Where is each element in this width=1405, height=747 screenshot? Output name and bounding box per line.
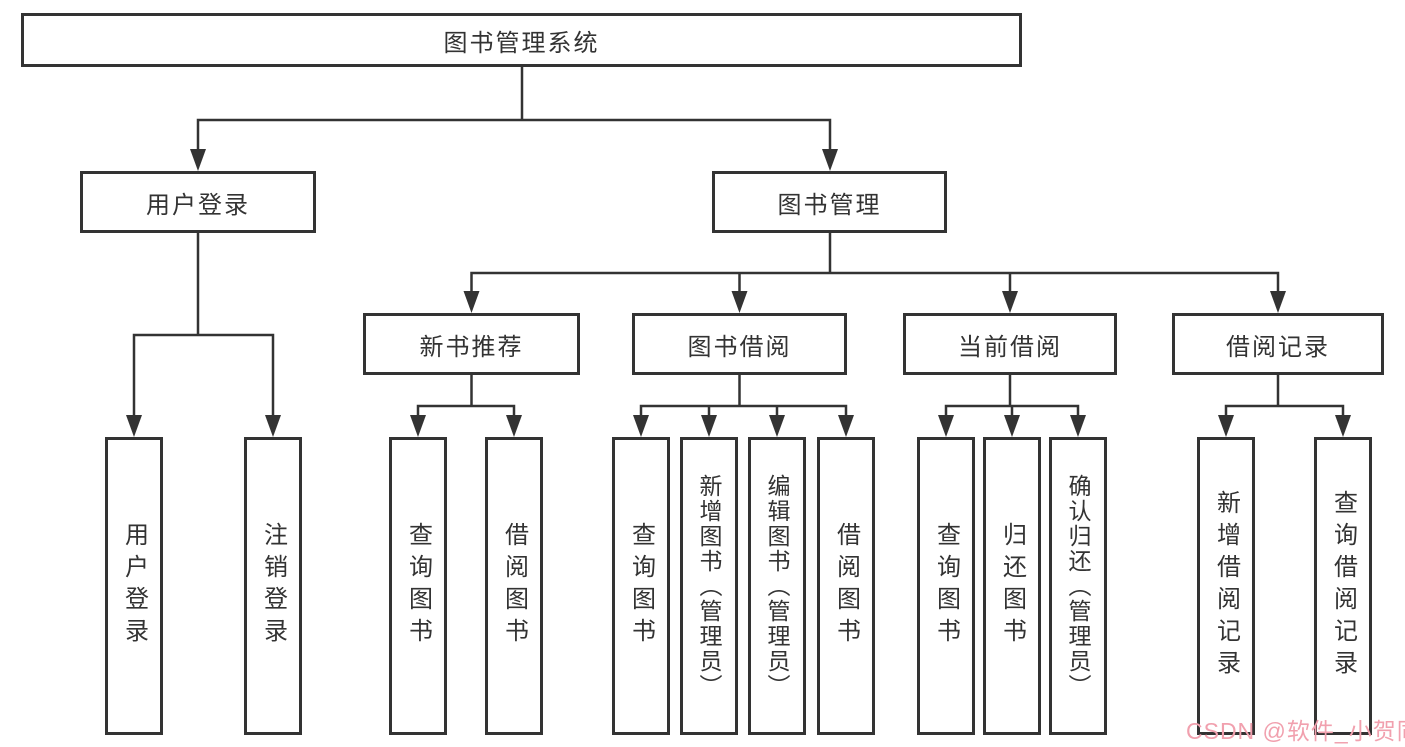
leaf-query-books-borrowing: 查询图书 xyxy=(612,437,670,735)
watermark: CSDN @软件_小贺同学 xyxy=(1186,718,1405,744)
leaf-logout: 注销登录 xyxy=(244,437,302,735)
arrowheads xyxy=(126,149,1351,437)
leaf-add-borrowing-record: 新增借阅记录 xyxy=(1197,437,1255,735)
leaf-borrow-books-borrowing: 借阅图书 xyxy=(817,437,875,735)
node-book-management: 图书管理 xyxy=(712,171,947,233)
node-new-book-recommend: 新书推荐 xyxy=(363,313,580,375)
node-library-management-system: 图书管理系统 xyxy=(21,13,1022,67)
leaf-user-login: 用户登录 xyxy=(105,437,163,735)
leaf-return-books: 归还图书 xyxy=(983,437,1041,735)
node-current-borrowing: 当前借阅 xyxy=(903,313,1117,375)
leaf-query-borrowing-record: 查询借阅记录 xyxy=(1314,437,1372,735)
node-book-borrowing: 图书借阅 xyxy=(632,313,847,375)
node-user-login: 用户登录 xyxy=(80,171,316,233)
node-borrowing-records: 借阅记录 xyxy=(1172,313,1384,375)
leaf-edit-books-admin: 编辑图书（管理员） xyxy=(748,437,806,735)
leaf-borrow-books-recommend: 借阅图书 xyxy=(485,437,543,735)
leaf-add-books-admin: 新增图书（管理员） xyxy=(680,437,738,735)
leaf-query-books-recommend: 查询图书 xyxy=(389,437,447,735)
leaf-query-books-current: 查询图书 xyxy=(917,437,975,735)
leaf-confirm-return-admin: 确认归还（管理员） xyxy=(1049,437,1107,735)
